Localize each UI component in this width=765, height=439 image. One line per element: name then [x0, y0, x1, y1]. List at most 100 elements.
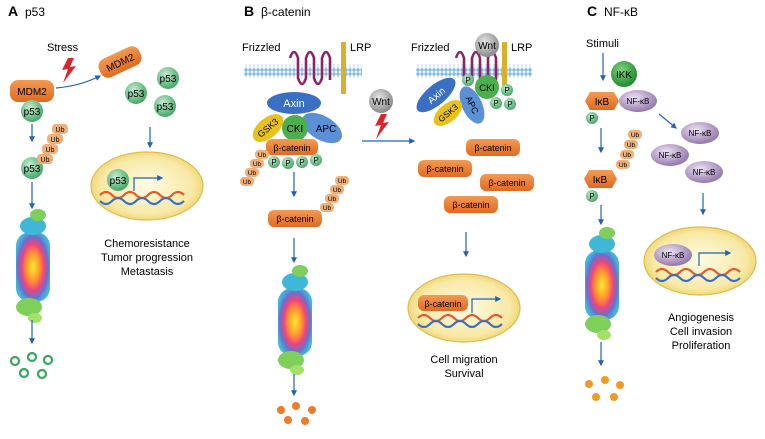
- phospho-groups-b2: P P P P: [462, 74, 516, 110]
- panel-c-outcomes: Angiogenesis Cell invasion Proliferation: [668, 312, 735, 352]
- panel-b-letter: B: [244, 3, 254, 19]
- acc-bcat-2: β-catenin: [426, 164, 463, 174]
- proteasome-icon-c: [585, 227, 619, 340]
- p-b2-4: P: [507, 100, 512, 109]
- stimuli-label: Stimuli: [586, 38, 619, 50]
- ub-c-2: Ub: [627, 142, 636, 149]
- mdm2-p53-complex: MDM2 p53: [10, 80, 54, 122]
- cki-protein: [282, 115, 308, 141]
- cki-recruited: [475, 75, 499, 99]
- ikb-nfkb-complex: IκB NF-κB P: [585, 90, 657, 124]
- dna-helix-icon: [99, 190, 185, 206]
- nucleus-a: p53: [90, 151, 204, 221]
- recruited-complex: Axin APC GSK3 CKI P P P P: [416, 74, 516, 126]
- bcat-in-complex: [266, 139, 318, 155]
- transcription-arrow-b-icon: [471, 296, 502, 313]
- ub-b1-2: Ub: [253, 161, 262, 168]
- acc-bcat-4: β-catenin: [452, 200, 489, 210]
- proteasome-icon-b: [278, 265, 312, 375]
- p53-label: p53: [24, 107, 41, 118]
- destruction-complex: Axin APC GSK3 CKI β-catenin P P P P Ub U…: [240, 92, 342, 186]
- free-p53-label-2: p53: [128, 89, 145, 100]
- transcription-arrow-c-icon: [698, 250, 732, 266]
- ubiquitin-chain-b1: Ub Ub Ub Ub: [240, 150, 269, 186]
- lrp-receptor-right: [502, 42, 507, 94]
- phospho-c2-label: P: [589, 192, 594, 201]
- proteasome-icon-a: [16, 209, 50, 323]
- nuclear-p53: [107, 169, 129, 191]
- panel-b-title: β-catenin: [261, 5, 311, 19]
- apc-label: APC: [316, 124, 337, 135]
- p53-protein: [21, 100, 43, 122]
- stress-release-arrow: [55, 75, 102, 89]
- phospho-c2: [586, 190, 598, 202]
- frizzled-label-left: Frizzled: [242, 42, 281, 54]
- outcome-c-1: Cell invasion: [670, 326, 732, 338]
- wnt-ligand-bound: [475, 33, 499, 57]
- ub-bcat-label: β-catenin: [276, 214, 313, 224]
- mdm2-protein: [10, 80, 54, 102]
- gsk3-protein: [252, 114, 284, 142]
- lrp-label-right: LRP: [511, 42, 532, 54]
- p-b-3: P: [299, 158, 304, 167]
- lrp-receptor-left: [341, 42, 346, 94]
- mdm2-label: MDM2: [17, 87, 47, 98]
- apc-protein: [302, 112, 342, 144]
- wnt-ligand-free: [369, 89, 393, 113]
- phospho-c1-label: P: [589, 114, 594, 123]
- ub-p53-label: p53: [24, 164, 41, 175]
- outcome-b-0: Cell migration: [430, 354, 497, 366]
- ub-b2-2: Ub: [333, 187, 342, 194]
- phospho-c1: [586, 112, 598, 124]
- cki-label: CKI: [287, 124, 304, 135]
- dna-helix-c-icon: [655, 267, 741, 283]
- panel-c-title: NF-κB: [604, 5, 638, 19]
- outcome-c-0: Angiogenesis: [668, 312, 735, 324]
- peptide-fragments-b: [277, 402, 316, 425]
- ubiquitinated-bcat: β-catenin Ub Ub Ub Ub: [268, 176, 349, 227]
- nuclear-nfkb: [654, 244, 692, 266]
- ubiquitinated-ikb: IκB P Ub Ub Ub Ub: [584, 130, 642, 202]
- acc-bcat-1: β-catenin: [474, 143, 511, 153]
- peptide-fragments-a: [9, 351, 54, 380]
- ub-a-2: Ub: [51, 137, 60, 144]
- ub-b1-3: Ub: [248, 170, 257, 177]
- ub-c-4: Ub: [619, 162, 628, 169]
- wnt-bound-label: Wnt: [478, 41, 496, 52]
- panel-c-letter: C: [587, 3, 597, 19]
- p-b-4: P: [313, 156, 318, 165]
- ub-b1-4: Ub: [243, 179, 252, 186]
- bcat-in-complex-label: β-catenin: [273, 143, 310, 153]
- free-p53-label-1: p53: [160, 74, 177, 85]
- frizzled-label-right: Frizzled: [411, 42, 450, 54]
- peptide-fragments-c: [585, 376, 624, 401]
- outcome-a-0: Chemoresistance: [104, 238, 190, 250]
- free-p53-label-3: p53: [157, 102, 174, 113]
- lrp-label-left: LRP: [350, 42, 371, 54]
- ub-b2-1: Ub: [338, 178, 347, 185]
- free-p53-cluster: p53 p53 p53: [125, 67, 179, 117]
- nfkb-label: NF-κB: [627, 97, 650, 106]
- ikk-protein: [611, 61, 637, 87]
- dna-helix-b-icon: [417, 313, 503, 329]
- panel-a-title: p53: [25, 5, 45, 19]
- ub-b2-4: Ub: [323, 205, 332, 212]
- nucleus-c: NF-κB: [643, 226, 757, 296]
- nuclear-p53-label: p53: [110, 176, 127, 187]
- ikb-label: IκB: [595, 97, 610, 108]
- cki-recruited-label: CKI: [479, 83, 495, 94]
- ub-b1-1: Ub: [258, 152, 267, 159]
- apc-recruited: [459, 86, 485, 124]
- acc-bcat-3: β-catenin: [488, 178, 525, 188]
- free-nfkb-1: NF-κB: [689, 129, 712, 138]
- nfkb-release-arrow: [658, 113, 677, 129]
- gsk3-recruited: [433, 100, 463, 126]
- membrane-b-left: [244, 64, 362, 78]
- ub-a-1: Ub: [56, 127, 65, 134]
- ub-c-3: Ub: [623, 152, 632, 159]
- p-b2-2: P: [504, 86, 509, 95]
- ubiquitin-chain-b2: Ub Ub Ub Ub: [320, 176, 349, 212]
- panel-b: B β-catenin Frizzled LRP Axin APC GSK3 C…: [240, 3, 534, 425]
- panel-a-outcomes: Chemoresistance Tumor progression Metast…: [101, 238, 193, 278]
